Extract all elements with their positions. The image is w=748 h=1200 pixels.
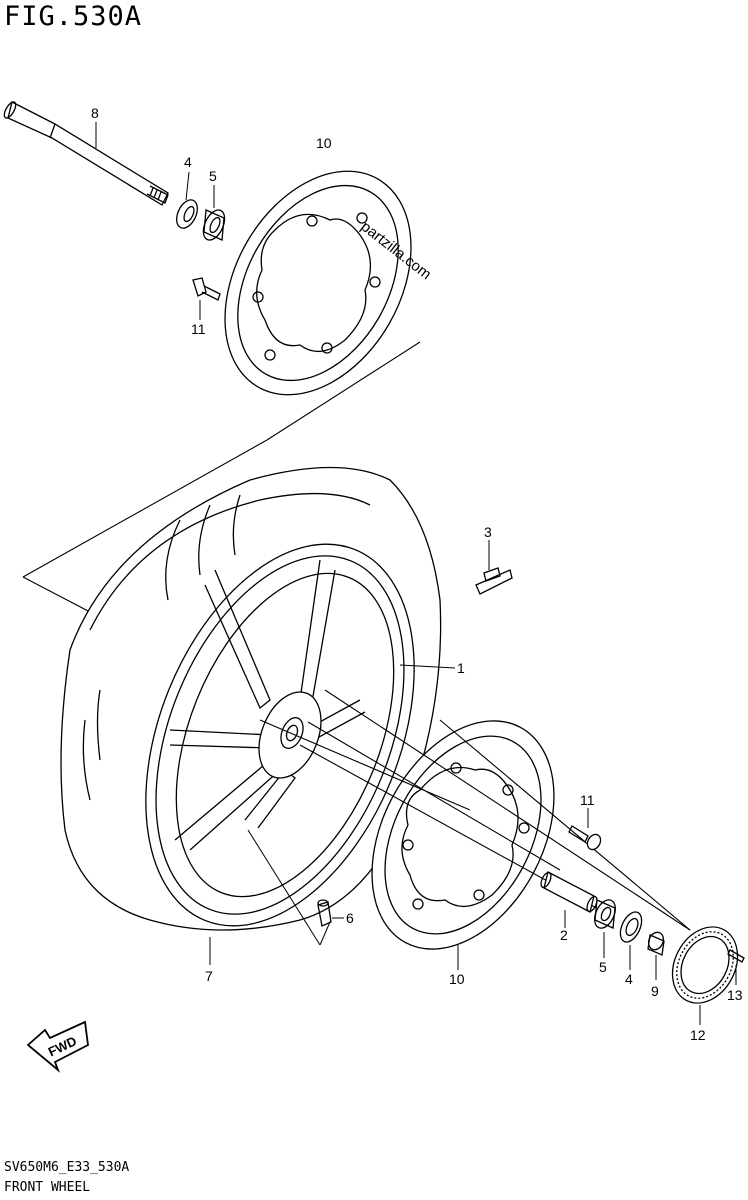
diagram-name: FRONT WHEEL: [4, 1180, 91, 1195]
callout-10-upper[interactable]: 10: [316, 135, 332, 151]
screw-part[interactable]: [727, 949, 745, 963]
leader-lines: [95, 122, 737, 1025]
callout-5-lower[interactable]: 5: [599, 959, 607, 975]
assembly-guide-lines: [259, 689, 691, 931]
wheel-rim-part[interactable]: [94, 505, 466, 966]
axle-part[interactable]: [2, 100, 169, 206]
callout-7[interactable]: 7: [205, 968, 213, 984]
callout-4-lower[interactable]: 4: [625, 971, 633, 987]
bearing-part-upper[interactable]: [199, 207, 229, 244]
bearing-part-lower[interactable]: [591, 897, 620, 932]
seal-part-lower[interactable]: [616, 909, 646, 946]
sensor-rotor-part[interactable]: [660, 916, 748, 1015]
brake-disc-upper[interactable]: [187, 138, 449, 428]
forward-arrow-icon: [26, 1020, 89, 1073]
bolt-part-upper[interactable]: [192, 277, 221, 301]
callout-13[interactable]: 13: [727, 987, 743, 1003]
callout-11-lower[interactable]: 11: [580, 792, 595, 808]
figure-title: FIG.530A: [4, 1, 143, 32]
callout-6[interactable]: 6: [346, 910, 354, 926]
collar-part[interactable]: [646, 930, 666, 956]
spacer-part-lower[interactable]: [539, 871, 599, 913]
callout-1[interactable]: 1: [457, 660, 465, 676]
callout-9[interactable]: 9: [651, 983, 659, 999]
callout-4-upper[interactable]: 4: [184, 154, 192, 170]
callout-11-upper[interactable]: 11: [191, 321, 206, 337]
callout-10-lower[interactable]: 10: [449, 971, 465, 987]
callout-5-upper[interactable]: 5: [209, 168, 217, 184]
bolt-part-lower[interactable]: [568, 825, 603, 852]
callout-3[interactable]: 3: [484, 524, 492, 540]
callout-8[interactable]: 8: [91, 105, 99, 121]
balance-weight-part[interactable]: [475, 567, 513, 595]
diagram-code: SV650M6_E33_530A: [4, 1160, 130, 1175]
callout-12[interactable]: 12: [690, 1027, 706, 1043]
callout-2[interactable]: 2: [560, 927, 568, 943]
spacer-part-upper[interactable]: [173, 197, 202, 232]
valve-part[interactable]: [317, 899, 332, 927]
